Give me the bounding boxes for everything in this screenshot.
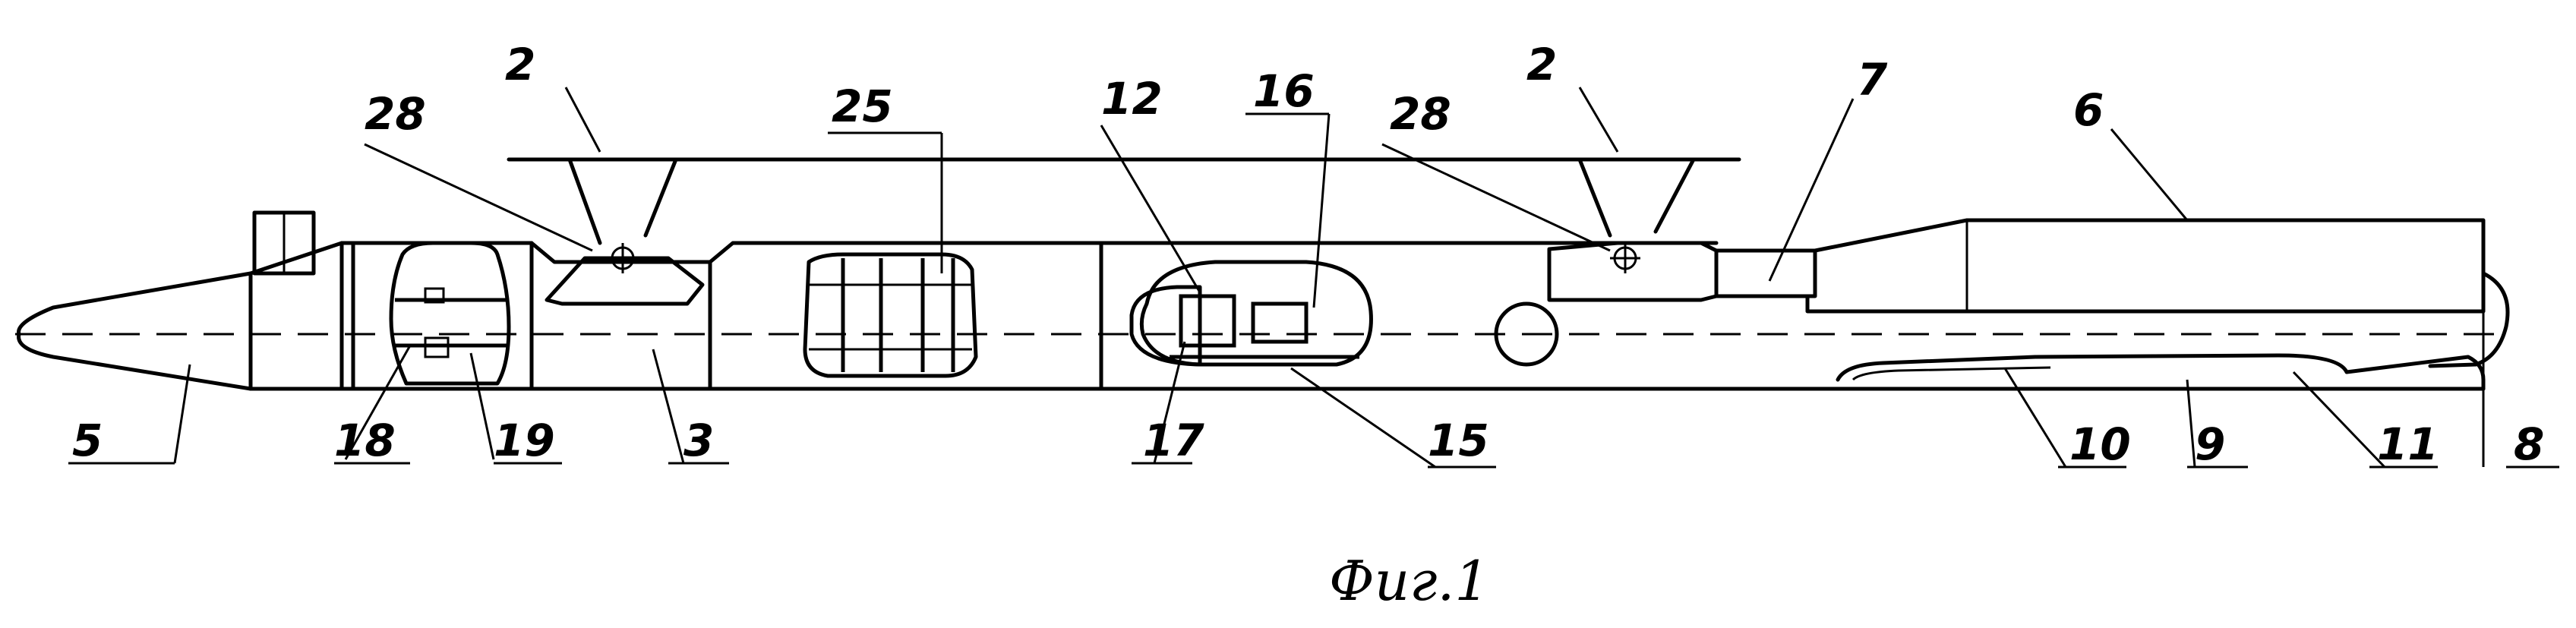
leader-lines (68, 87, 2483, 467)
label-8: 8 (2514, 418, 2544, 470)
tail-8 (2430, 273, 2508, 366)
label-3: 3 (683, 415, 714, 466)
compartment-12-17 (1141, 262, 1371, 364)
nose-cone (19, 273, 251, 389)
cover-10-outline (1853, 368, 2050, 380)
wing-mount-left (547, 258, 702, 304)
label-19: 19 (494, 415, 555, 466)
compartment-25 (805, 254, 976, 376)
actuator-17 (1181, 296, 1234, 346)
neck-7 (1716, 251, 1815, 296)
label-2-right: 2 (1526, 39, 1557, 90)
label-12: 12 (1101, 73, 1163, 125)
label-9: 9 (2195, 418, 2225, 470)
compartment-18-19 (391, 243, 509, 383)
label-25: 25 (832, 80, 893, 132)
label-16: 16 (1253, 65, 1315, 117)
label-11: 11 (2377, 418, 2439, 470)
label-10: 10 (2069, 418, 2131, 470)
label-2-left: 2 (505, 39, 535, 90)
label-28-right: 28 (1390, 88, 1451, 140)
wing-strut-right (1580, 159, 1694, 235)
label-5: 5 (72, 415, 103, 466)
label-18: 18 (334, 415, 396, 466)
actuator-16 (1253, 304, 1306, 342)
wing-strut-left (570, 159, 676, 243)
housing-6 (1807, 220, 2483, 311)
label-6: 6 (2073, 84, 2104, 136)
label-7: 7 (1857, 54, 1888, 106)
label-17: 17 (1143, 415, 1204, 466)
front-body (251, 243, 342, 389)
label-15: 15 (1428, 415, 1489, 466)
figure-caption: Фиг.1 (1329, 549, 1489, 613)
cover-9-11 (1838, 355, 2483, 389)
label-28-left: 28 (365, 88, 426, 140)
